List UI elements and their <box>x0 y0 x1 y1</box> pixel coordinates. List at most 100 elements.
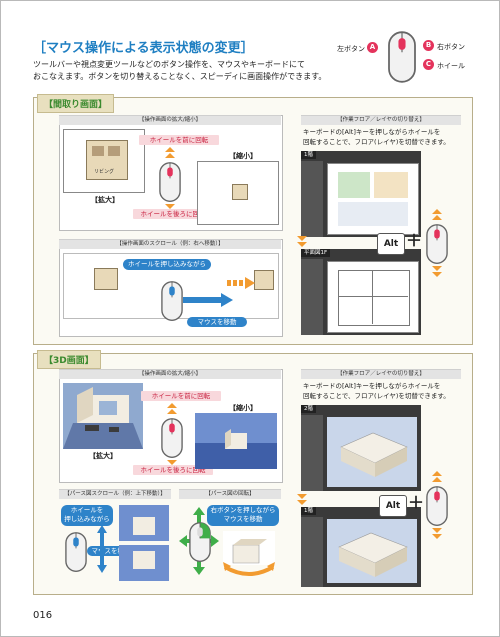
plan-wheel-back-label: ホイールを後ろに回転 <box>133 209 213 219</box>
floor-plan1f-screen <box>301 249 421 335</box>
chevron-up-icon <box>432 209 442 223</box>
plan-floor-mouse-icon <box>426 223 448 265</box>
toolbar-strip <box>301 161 323 237</box>
room-label: リビング <box>94 169 115 175</box>
plan-press-wheel-label: ホイールを押し込みながら <box>123 259 211 270</box>
plan-move-mouse-label: マウスを移動 <box>187 317 247 327</box>
floor-1f-plan <box>327 163 419 235</box>
furniture-2 <box>108 146 120 156</box>
chevron-up-icon <box>165 147 175 161</box>
legend-mouse-icon <box>387 31 417 83</box>
plan-outline <box>338 270 410 326</box>
threed-rotate-caption: 【パース図の回転】 <box>179 489 281 499</box>
room-small <box>232 184 248 200</box>
toolbar-strip <box>301 259 323 335</box>
plan-scroll-mouse-icon <box>161 279 183 323</box>
arrow-right-icon <box>183 293 233 307</box>
threed-wheel-forward-label: ホイールを前に回転 <box>141 391 221 401</box>
plan-zoom-out-label: 【縮小】 <box>229 152 257 160</box>
room-right <box>254 270 274 290</box>
threed-zoom-in-label: 【拡大】 <box>89 452 117 460</box>
threed-move-mouse-label: マウスを移動 <box>87 546 135 556</box>
plan-room-a <box>338 172 370 198</box>
floor-1f-screen <box>301 151 421 237</box>
threed-press-right-1: 右ボタンを押しながら <box>210 506 276 514</box>
right-button-label: 右ボタン <box>437 43 465 51</box>
threed-section-heading: 【3D画面】 <box>37 350 101 369</box>
page-number: 016 <box>33 610 53 621</box>
threed-rotate-image <box>223 531 275 576</box>
floor-top-label: 1階 <box>301 151 316 159</box>
badge-a: A <box>367 42 378 53</box>
threed-scroll-caption: 【パース図スクロール（例：上下移動）】 <box>59 489 171 499</box>
toolbar-strip <box>301 517 323 587</box>
lead-text: ツールバーや視点変更ツールなどのボタン操作を、マウスやキーボードにて おこなえま… <box>33 59 333 83</box>
threed-floor-desc: キーボードの[Alt]キーを押しながらホイールを 回転することで、フロア(レイヤ… <box>303 381 463 401</box>
plan-room-c <box>338 202 408 226</box>
floor-bottom-label: 平面図1F <box>301 249 331 257</box>
plan-zoom-in-view: リビング <box>63 129 145 193</box>
threed-floor-caption: 【作業フロア／レイヤの切り替え】 <box>301 369 461 379</box>
floor-2f-render <box>327 417 417 487</box>
arrow-updown-icon <box>97 525 107 573</box>
alt-key-icon: Alt <box>377 233 405 255</box>
plan-wall <box>372 270 373 324</box>
threed-press-right-2: マウスを移動 <box>223 515 263 523</box>
left-button-label: 左ボタン <box>337 45 365 53</box>
threed-press-right-label: 右ボタンを押しながら マウスを移動 <box>207 505 279 526</box>
floor-2f-screen <box>301 405 421 491</box>
wheel-label: ホイール <box>437 62 465 70</box>
plus-icon: ＋ <box>406 231 423 250</box>
threed-floor-desc-1: キーボードの[Alt]キーを押しながらホイールを <box>303 382 441 390</box>
threed-room-large-image <box>63 383 143 449</box>
plan-floor-desc-1: キーボードの[Alt]キーを押しながらホイールを <box>303 128 441 136</box>
chevron-up-icon <box>432 471 442 485</box>
plan-wheel-forward-label: ホイールを前に回転 <box>139 135 219 145</box>
plan-zoom-caption: 【操作画面の拡大/縮小】 <box>59 115 281 125</box>
plan-zoom-out-view <box>197 161 279 225</box>
lead-line-1: ツールバーや視点変更ツールなどのボタン操作を、マウスやキーボードにて <box>33 60 305 69</box>
chevron-down-icon <box>432 525 442 539</box>
threed-press-wheel-2: 押し込みながら <box>64 515 110 523</box>
threed-rotate-mouse-icon <box>189 521 211 563</box>
toolbar-strip <box>301 415 323 491</box>
threed-zoom-out-label: 【縮小】 <box>229 404 257 412</box>
plan-wall <box>338 296 408 297</box>
plan-section-heading: 【間取り画面】 <box>37 94 115 113</box>
floor-plan1f-plan <box>327 261 419 333</box>
floor-1f-3d-screen <box>301 507 421 587</box>
floor-1f-3d-render <box>327 519 417 583</box>
threed-press-wheel-1: ホイールを <box>70 506 104 514</box>
plan-zoom-mouse-icon <box>159 161 181 203</box>
threed-scroll-image <box>119 505 169 581</box>
chevron-down-icon <box>297 491 307 505</box>
badge-c: C <box>423 59 434 70</box>
dashed-arrow-icon <box>227 277 255 289</box>
badge-b: B <box>423 40 434 51</box>
plan-room-b <box>374 172 408 198</box>
page-title: ［マウス操作による表示状態の変更］ <box>33 41 254 56</box>
threed-zoom-mouse-icon <box>161 417 183 459</box>
threed-scroll-mouse-icon <box>65 531 87 573</box>
chevron-down-icon <box>432 263 442 277</box>
threed-press-wheel-label: ホイールを 押し込みながら <box>61 505 113 526</box>
threed-wheel-back-label: ホイールを後ろに回転 <box>133 465 213 475</box>
plan-floor-caption: 【作業フロア／レイヤの切り替え】 <box>301 115 461 125</box>
plus-icon: ＋ <box>408 493 425 512</box>
furniture-1 <box>92 146 104 156</box>
threed-zoom-caption: 【操作画面の拡大/縮小】 <box>59 369 281 379</box>
threed-floor-bottom-label: 1階 <box>301 507 316 515</box>
threed-floor-mouse-icon <box>426 485 448 527</box>
plan-floor-desc-2: 回転することで、フロア(レイヤ)を切替できます。 <box>303 138 450 146</box>
plan-scroll-caption: 【操作画面のスクロール（例：右へ移動）】 <box>59 239 281 249</box>
chevron-up-icon <box>167 403 177 417</box>
threed-floor-top-label: 2階 <box>301 405 316 413</box>
lead-line-2: おこなえます。ボタンを切り替えることなく、スピーディに画面操作ができます。 <box>33 72 327 81</box>
chevron-down-icon <box>297 233 307 247</box>
alt-key-icon: Alt <box>379 495 407 517</box>
plan-zoom-in-label: 【拡大】 <box>91 196 119 204</box>
room-left <box>94 268 118 290</box>
threed-floor-desc-2: 回転することで、フロア(レイヤ)を切替できます。 <box>303 392 450 400</box>
plan-floor-desc: キーボードの[Alt]キーを押しながらホイールを 回転することで、フロア(レイヤ… <box>303 127 463 147</box>
